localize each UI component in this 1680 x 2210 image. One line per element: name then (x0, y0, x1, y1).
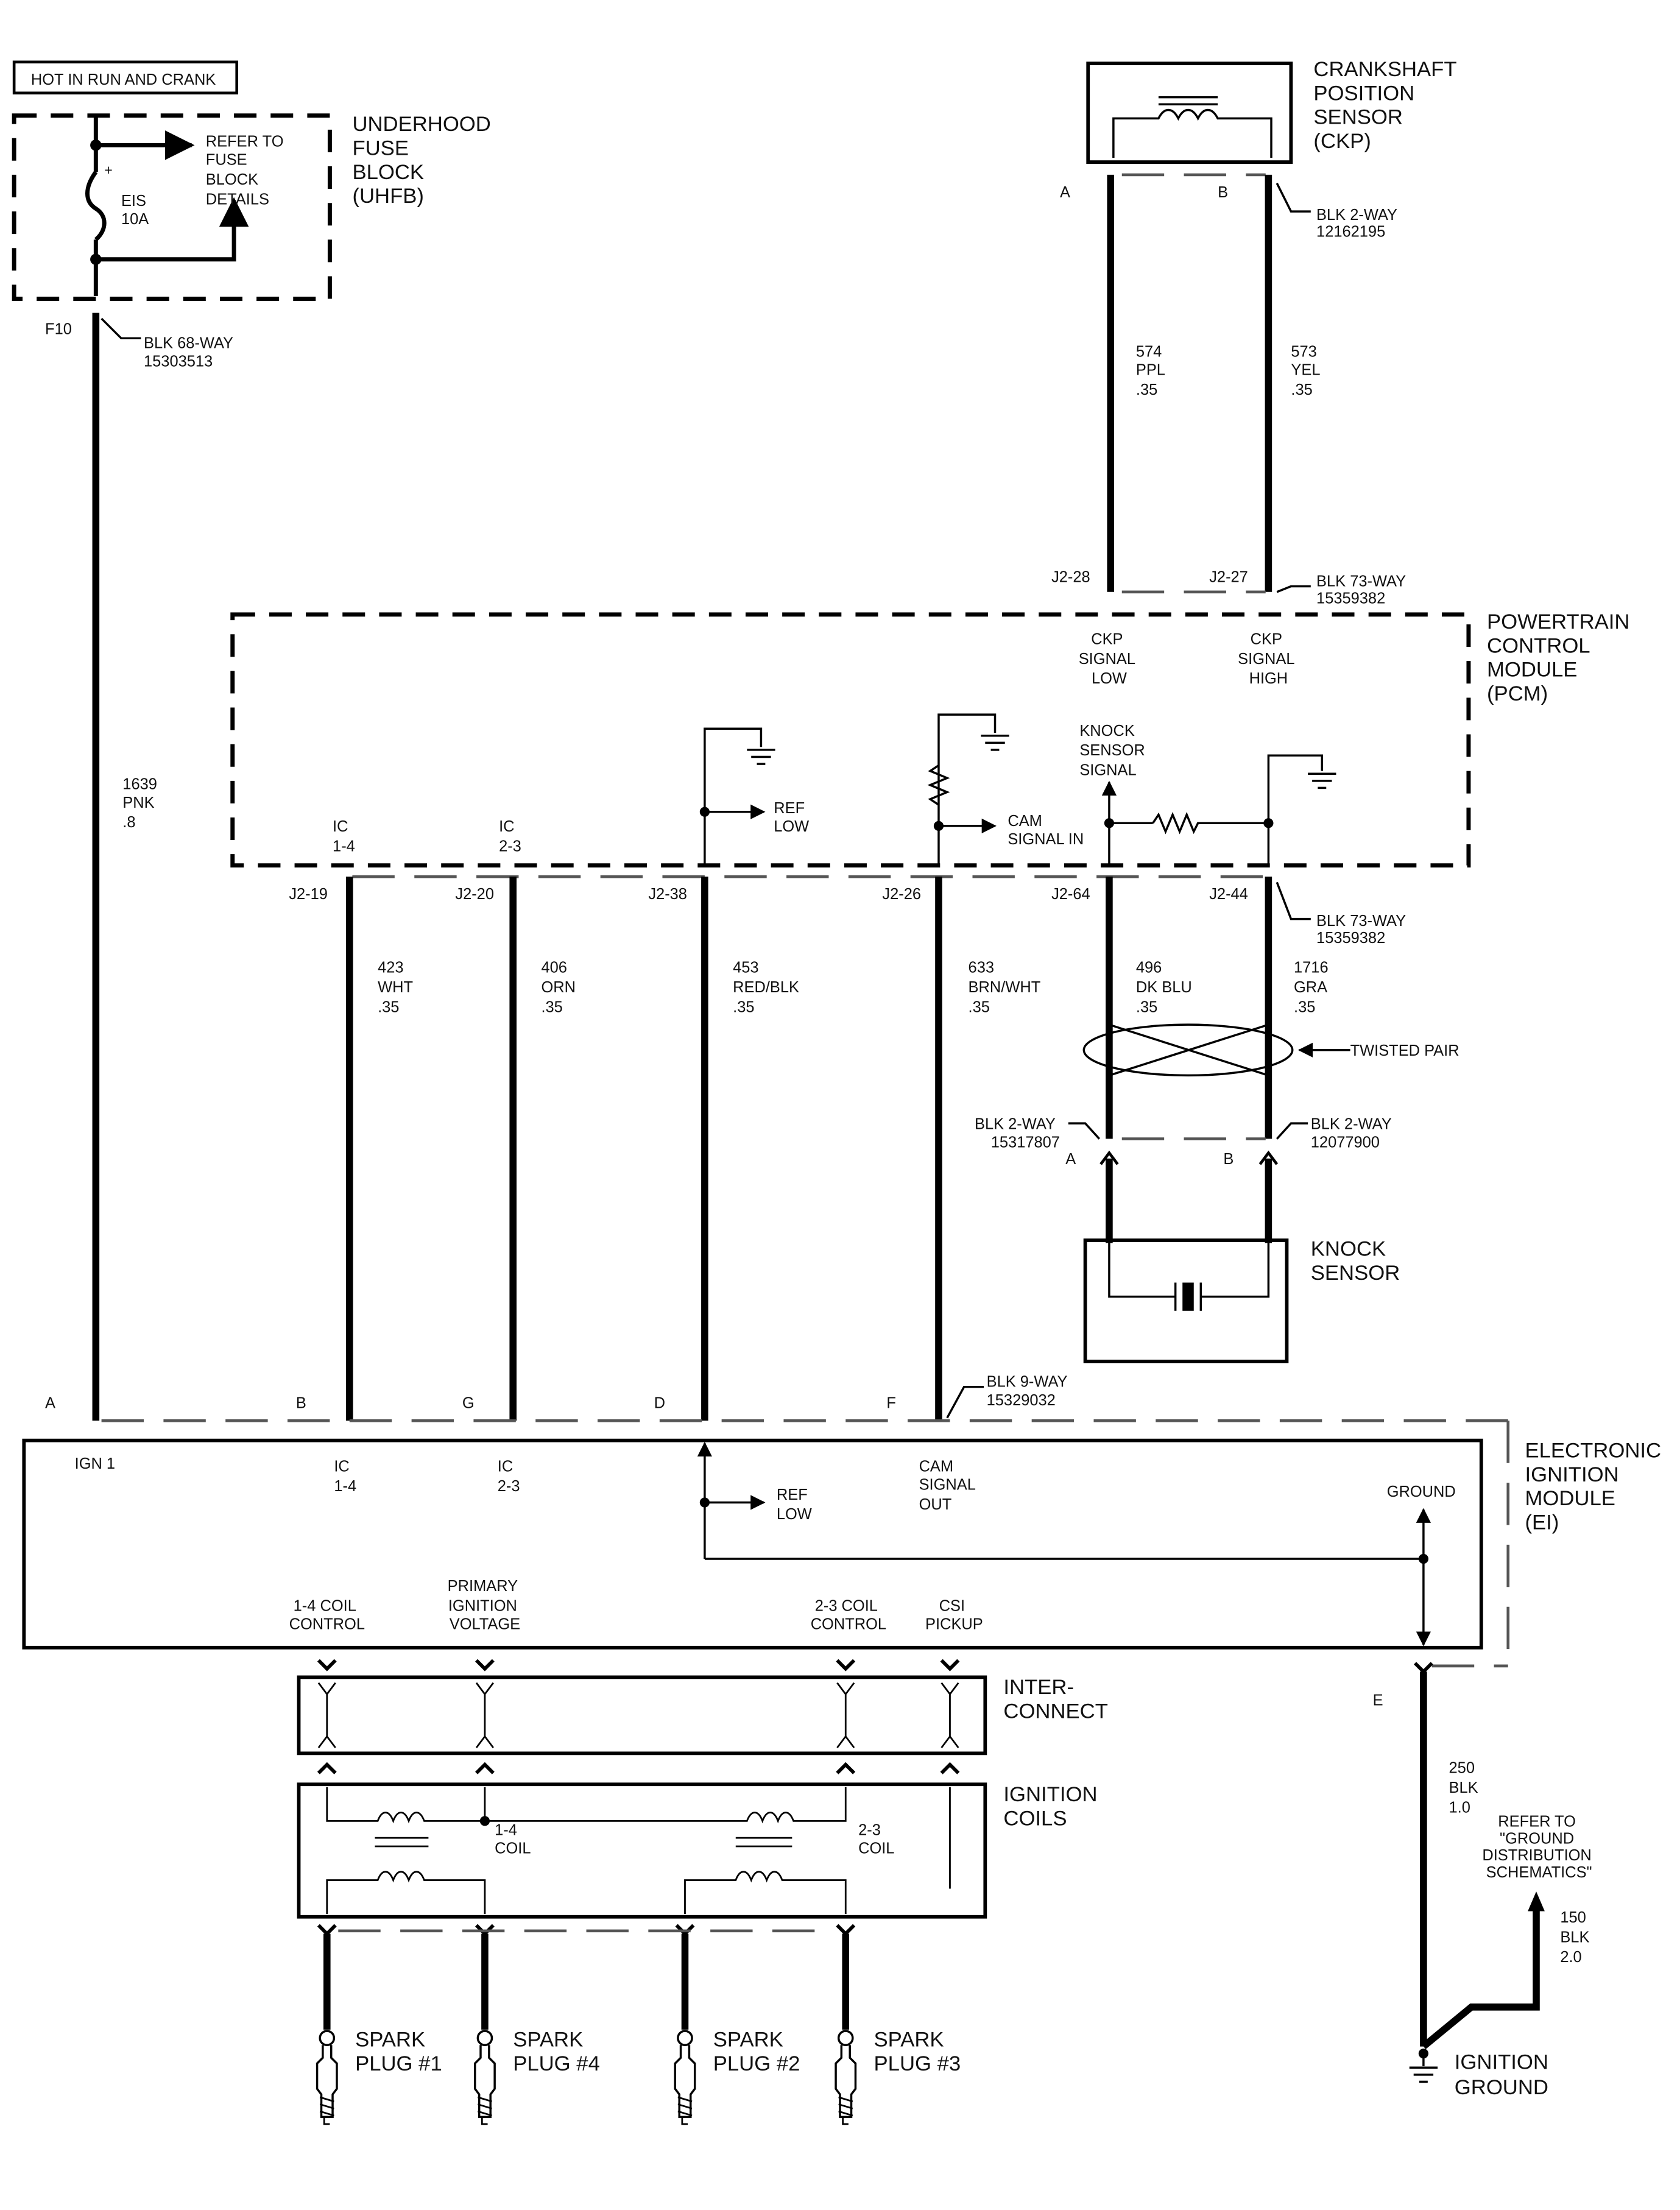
fuse-plus: + (104, 162, 113, 178)
twisted-pair-label: TWISTED PAIR (1350, 1042, 1459, 1059)
knock-conn-b: BLK 2-WAY 12077900 (1311, 1115, 1396, 1151)
wire-250-label: 250 BLK 1.0 (1449, 1760, 1483, 1816)
pcm-pin-j2-20: J2-20 (455, 886, 494, 903)
pcm-pin-j2-27: J2-27 (1209, 569, 1248, 586)
ignition-ground-title: IGNITION GROUND (1455, 2051, 1555, 2100)
pcm-top-connector: BLK 73-WAY 15359382 (1316, 573, 1410, 607)
ei-ic23: IC 2-3 (498, 1458, 520, 1495)
knock-sensor-box (1083, 1238, 1289, 1363)
pcm-ckp-high: CKP SIGNAL HIGH (1238, 630, 1299, 687)
fuse-pin-f10: F10 (45, 320, 72, 337)
ei-cam-out: CAM SIGNAL OUT (919, 1458, 980, 1513)
ei-coil23: 2-3 COIL CONTROL (811, 1598, 886, 1633)
ei-ign1: IGN 1 (75, 1455, 115, 1472)
knock-resistor (1152, 811, 1269, 835)
fuse-block-title: UNDERHOOD FUSE BLOCK (UHFB) (352, 113, 496, 208)
wire-574-label: 574 PPL .35 (1136, 343, 1170, 398)
knock-pin-b: B (1223, 1151, 1234, 1168)
fuse-label: EIS 10A (121, 192, 150, 228)
twisted-pair-symbol (1082, 1023, 1294, 1077)
ckp-connector: BLK 2-WAY 12162195 (1316, 207, 1402, 241)
header-box (12, 60, 239, 95)
pcm-ic14: IC 1-4 (333, 818, 355, 855)
ei-pin-f: F (886, 1394, 896, 1411)
ei-module-box (22, 1438, 1483, 1650)
knock-title: KNOCK SENSOR (1311, 1238, 1400, 1285)
ei-pin-d: D (654, 1394, 665, 1411)
ground-symbol-icon (1409, 2049, 1438, 2083)
knock-conn-a: BLK 2-WAY 15317807 (975, 1115, 1060, 1151)
ckp-sensor-box (1086, 62, 1293, 164)
pcm-pin-j2-38: J2-38 (648, 886, 687, 903)
header-label: HOT IN RUN AND CRANK (31, 71, 216, 88)
ckp-title: CRANKSHAFT POSITION SENSOR (CKP) (1313, 58, 1463, 153)
spark-plug-1-label: SPARK PLUG #1 (355, 2028, 442, 2075)
ei-pin-a: A (45, 1394, 55, 1411)
spark-plug-4-label: SPARK PLUG #4 (513, 2028, 600, 2075)
pcm-pin-j2-28: J2-28 (1051, 569, 1090, 586)
wire-453-label: 453 RED/BLK .35 (733, 959, 803, 1016)
spark-plug-2-icon (674, 2030, 696, 2125)
wire-1716-label: 1716 GRA .35 (1294, 959, 1333, 1016)
ignition-coils-box (297, 1782, 987, 1919)
pcm-title: POWERTRAIN CONTROL MODULE (PCM) (1487, 610, 1636, 705)
ei-connector: BLK 9-WAY 15329032 (987, 1374, 1072, 1409)
cam-pullup-resistor (927, 764, 950, 806)
ei-ref-low: REF LOW (777, 1486, 812, 1523)
ei-pin-e: E (1373, 1692, 1383, 1709)
knock-pin-a: A (1065, 1151, 1076, 1168)
wire-150 (1421, 1899, 1540, 2050)
ckp-pin-a: A (1060, 184, 1070, 201)
spark-plug-3-icon (835, 2030, 857, 2125)
pcm-bottom-connector: BLK 73-WAY 15359382 (1316, 913, 1410, 947)
fuse-refer-text: REFER TO FUSE BLOCK DETAILS (206, 133, 288, 208)
ei-ic14: IC 1-4 (334, 1458, 356, 1495)
pcm-cam-in: CAM SIGNAL IN (1008, 813, 1084, 848)
wire-406-label: 406 ORN .35 (541, 959, 580, 1016)
interconnect-box (297, 1675, 987, 1756)
ckp-coil (1112, 108, 1272, 158)
ei-ground: GROUND (1387, 1483, 1456, 1500)
fuse-connector: BLK 68-WAY 15303513 (144, 335, 238, 370)
ei-title: ELECTRONIC IGNITION MODULE (EI) (1525, 1439, 1667, 1534)
pcm-ref-low: REF LOW (774, 800, 809, 835)
wire-573-label: 573 YEL .35 (1291, 343, 1324, 398)
wire-1639-label: 1639 PNK .8 (122, 776, 161, 831)
pcm-dashed-box (230, 612, 1471, 868)
pcm-ckp-low: CKP SIGNAL LOW (1079, 630, 1140, 687)
wire-423-label: 423 WHT .35 (378, 959, 417, 1016)
coil-14-label: 1-4 COIL (495, 1822, 531, 1857)
ei-pin-b: B (296, 1394, 306, 1411)
ei-csi: CSI PICKUP (925, 1598, 983, 1633)
pcm-ic23: IC 2-3 (499, 818, 521, 855)
ei-pin-g: G (462, 1394, 475, 1411)
pcm-pin-j2-44: J2-44 (1209, 886, 1248, 903)
ei-primary: PRIMARY IGNITION VOLTAGE (448, 1578, 523, 1633)
wire-150-label: 150 BLK 2.0 (1560, 1909, 1594, 1966)
ei-coil14: 1-4 COIL CONTROL (289, 1598, 365, 1633)
ckp-pin-b: B (1218, 184, 1228, 201)
spark-plug-3-label: SPARK PLUG #3 (874, 2028, 961, 2075)
wire-496-label: 496 DK BLU .35 (1136, 959, 1196, 1016)
pcm-pin-j2-19: J2-19 (289, 886, 328, 903)
interconnect-title: INTER- CONNECT (1003, 1676, 1108, 1723)
fuse-block-dashed-box (12, 113, 332, 302)
ground-refer-text: REFER TO "GROUND DISTRIBUTION SCHEMATICS… (1482, 1813, 1596, 1881)
fuse-symbol (85, 171, 107, 241)
spark-plug-4-icon (474, 2030, 496, 2125)
spark-plug-2-label: SPARK PLUG #2 (713, 2028, 800, 2075)
pcm-pin-j2-64: J2-64 (1051, 886, 1090, 903)
wire-633-label: 633 BRN/WHT .35 (969, 959, 1045, 1016)
knock-crystal (1182, 1282, 1194, 1311)
pcm-pin-j2-26: J2-26 (882, 886, 921, 903)
spark-plug-1-icon (316, 2030, 338, 2125)
coil-23-label: 2-3 COIL (858, 1822, 894, 1857)
ignition-coils-title: IGNITION COILS (1003, 1783, 1103, 1830)
pcm-knock-signal: KNOCK SENSOR SIGNAL (1079, 722, 1149, 779)
